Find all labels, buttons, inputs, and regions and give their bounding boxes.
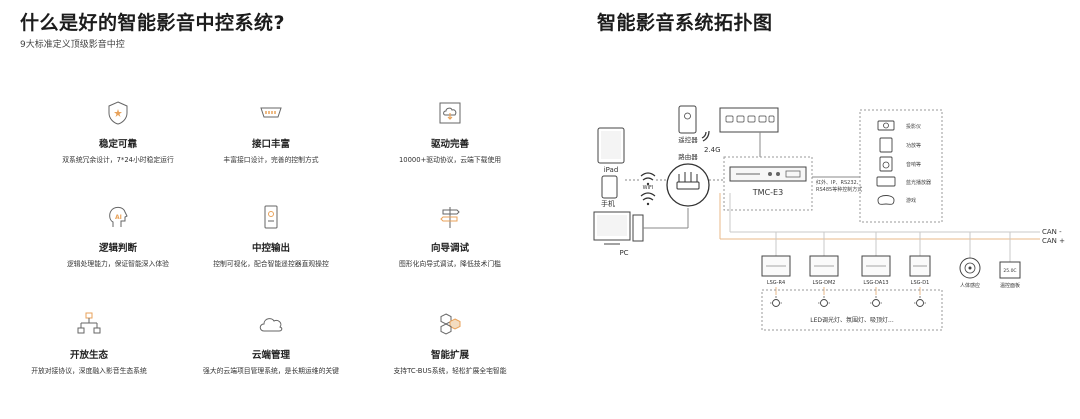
module-label: LSG-D1 bbox=[911, 280, 930, 286]
ai-head-icon: AI bbox=[109, 206, 128, 227]
feature-card: AI 逻辑判断 逻辑处理能力，保证智能深入体验 bbox=[33, 202, 203, 268]
wifi-label: WIFI bbox=[643, 185, 654, 191]
module-label: LSG-DA13 bbox=[863, 280, 888, 286]
page-title: 什么是好的智能影音中控系统? bbox=[20, 12, 286, 34]
thermostat-panel: 25.0C 温控面板 bbox=[999, 261, 1021, 289]
feature-card: 云端管理 强大的云端项目管理系统，是长期运维的关键 bbox=[186, 309, 356, 375]
feature-card: 向导调试 图形化向导式调试，降低技术门槛 bbox=[365, 202, 535, 268]
bluray-player-icon bbox=[876, 176, 896, 187]
router-label: 路由器 bbox=[678, 152, 698, 161]
touch-panel bbox=[719, 107, 779, 133]
controller-tmc-e3: TMC-E3 bbox=[723, 156, 813, 211]
feature-desc: 支持TC-BUS系统，轻松扩展全宅智能 bbox=[393, 367, 507, 375]
panel-label: 温控面板 bbox=[1000, 282, 1020, 289]
panel-value: 25.0C bbox=[1003, 268, 1016, 274]
topology-diagram: CAN - CAN + iPad 手机 WIFI PC 遥控器 bbox=[593, 105, 1065, 331]
speaker-icon bbox=[879, 156, 893, 172]
feature-card: 稳定可靠 双系统冗余设计，7*24小时稳定运行 bbox=[33, 98, 203, 164]
module-lsg-da13: LSG-DA13 bbox=[861, 255, 891, 286]
human-sensor: 人体感应 bbox=[959, 257, 981, 289]
device-label: 功放等 bbox=[906, 142, 921, 149]
feature-title: 驱动完善 bbox=[430, 139, 469, 150]
module-label: LSG-R4 bbox=[767, 280, 785, 286]
band-label: 2.4G bbox=[704, 146, 721, 154]
remote-label: 遥控器 bbox=[678, 135, 698, 144]
feature-card: 中控输出 控制可视化，配合智能遥控器直观操控 bbox=[186, 202, 356, 268]
feature-title: 接口丰富 bbox=[251, 139, 290, 150]
router-device: 路由器 bbox=[666, 152, 710, 207]
pc-device: PC bbox=[593, 211, 644, 257]
module-lsg-r4: LSG-R4 bbox=[761, 255, 791, 286]
control-methods-line2: RS485等种控制方式 bbox=[816, 186, 862, 193]
feature-card: 智能扩展 支持TC-BUS系统，轻松扩展全宅智能 bbox=[365, 309, 535, 375]
feature-title: 云端管理 bbox=[251, 350, 290, 361]
network-icon bbox=[77, 312, 101, 334]
bulb-icon bbox=[914, 296, 926, 307]
hexagon-icon bbox=[440, 313, 461, 335]
remote-device: 遥控器 bbox=[678, 105, 698, 144]
sensor-label: 人体感应 bbox=[960, 282, 980, 289]
phone-label: 手机 bbox=[601, 199, 615, 208]
signpost-icon bbox=[440, 207, 460, 228]
gamepad-icon bbox=[877, 195, 895, 205]
cloud-download-icon bbox=[439, 102, 461, 124]
amplifier-icon bbox=[879, 137, 893, 153]
module-lsg-dm2: LSG-DM2 bbox=[809, 255, 839, 286]
lights-label: LED调光灯、氛围灯、吸顶灯... bbox=[810, 316, 894, 324]
can-pos-label: CAN + bbox=[1042, 237, 1065, 245]
lights-box: LED调光灯、氛围灯、吸顶灯... bbox=[761, 289, 943, 331]
feature-card: 驱动完善 10000+驱动协议，云端下载使用 bbox=[365, 98, 535, 164]
phone-device: 手机 bbox=[601, 175, 618, 208]
feature-title: 中控输出 bbox=[251, 243, 290, 254]
ipad-device: iPad bbox=[597, 127, 625, 174]
wifi-icon: WIFI bbox=[640, 172, 656, 206]
can-neg-label: CAN - bbox=[1042, 228, 1062, 236]
feature-card: 开放生态 开放对接协议，深度融入影音生态系统 bbox=[4, 309, 174, 375]
feature-desc: 双系统冗余设计，7*24小时稳定运行 bbox=[62, 156, 174, 164]
device-label: 蓝光播放器 bbox=[906, 179, 931, 186]
feature-desc: 开放对接协议，深度融入影音生态系统 bbox=[31, 367, 147, 375]
control-methods-line1: 红外、IP、RS232、 bbox=[816, 179, 862, 186]
feature-desc: 丰富接口设计，完善的控制方式 bbox=[223, 156, 319, 164]
device-label: 投影仪 bbox=[906, 123, 921, 130]
feature-desc: 逻辑处理能力，保证智能深入体验 bbox=[67, 260, 169, 268]
controller-label: TMC-E3 bbox=[752, 188, 783, 197]
module-lsg-d1: LSG-D1 bbox=[909, 255, 931, 286]
feature-title: 稳定可靠 bbox=[98, 139, 137, 150]
pc-label: PC bbox=[619, 249, 628, 257]
feature-desc: 控制可视化，配合智能遥控器直观操控 bbox=[213, 260, 329, 268]
ipad-label: iPad bbox=[604, 166, 619, 174]
remote-control-icon bbox=[264, 205, 278, 229]
svg-text:AI: AI bbox=[115, 214, 122, 221]
module-label: LSG-DM2 bbox=[813, 280, 836, 286]
feature-title: 开放生态 bbox=[69, 350, 108, 361]
device-label: 音响等 bbox=[906, 161, 921, 168]
bulb-icon bbox=[870, 296, 882, 307]
feature-title: 智能扩展 bbox=[430, 350, 469, 361]
projector-icon bbox=[877, 120, 895, 131]
feature-title: 向导调试 bbox=[430, 243, 469, 254]
feature-card: 接口丰富 丰富接口设计，完善的控制方式 bbox=[186, 98, 356, 164]
av-devices-box: 投影仪 功放等 音响等 蓝光播放器 游戏 bbox=[859, 109, 943, 223]
port-icon bbox=[260, 107, 282, 118]
left-panel: 什么是好的智能影音中控系统? 9大标准定义顶级影音中控 稳定可靠 双系统冗余设计… bbox=[4, 12, 535, 375]
feature-desc: 强大的云端项目管理系统，是长期运维的关键 bbox=[203, 367, 339, 375]
bulb-icon bbox=[818, 296, 830, 307]
feature-desc: 10000+驱动协议，云端下载使用 bbox=[398, 156, 502, 164]
feature-title: 逻辑判断 bbox=[98, 243, 137, 254]
bulb-icon bbox=[770, 296, 782, 307]
topology-title: 智能影音系统拓扑图 bbox=[597, 12, 773, 34]
device-label: 游戏 bbox=[906, 197, 916, 204]
page-subtitle: 9大标准定义顶级影音中控 bbox=[20, 40, 125, 50]
feature-desc: 图形化向导式调试，降低技术门槛 bbox=[399, 260, 501, 268]
shield-icon bbox=[108, 101, 128, 125]
cloud-icon bbox=[259, 318, 283, 332]
signal-icon bbox=[701, 130, 710, 142]
